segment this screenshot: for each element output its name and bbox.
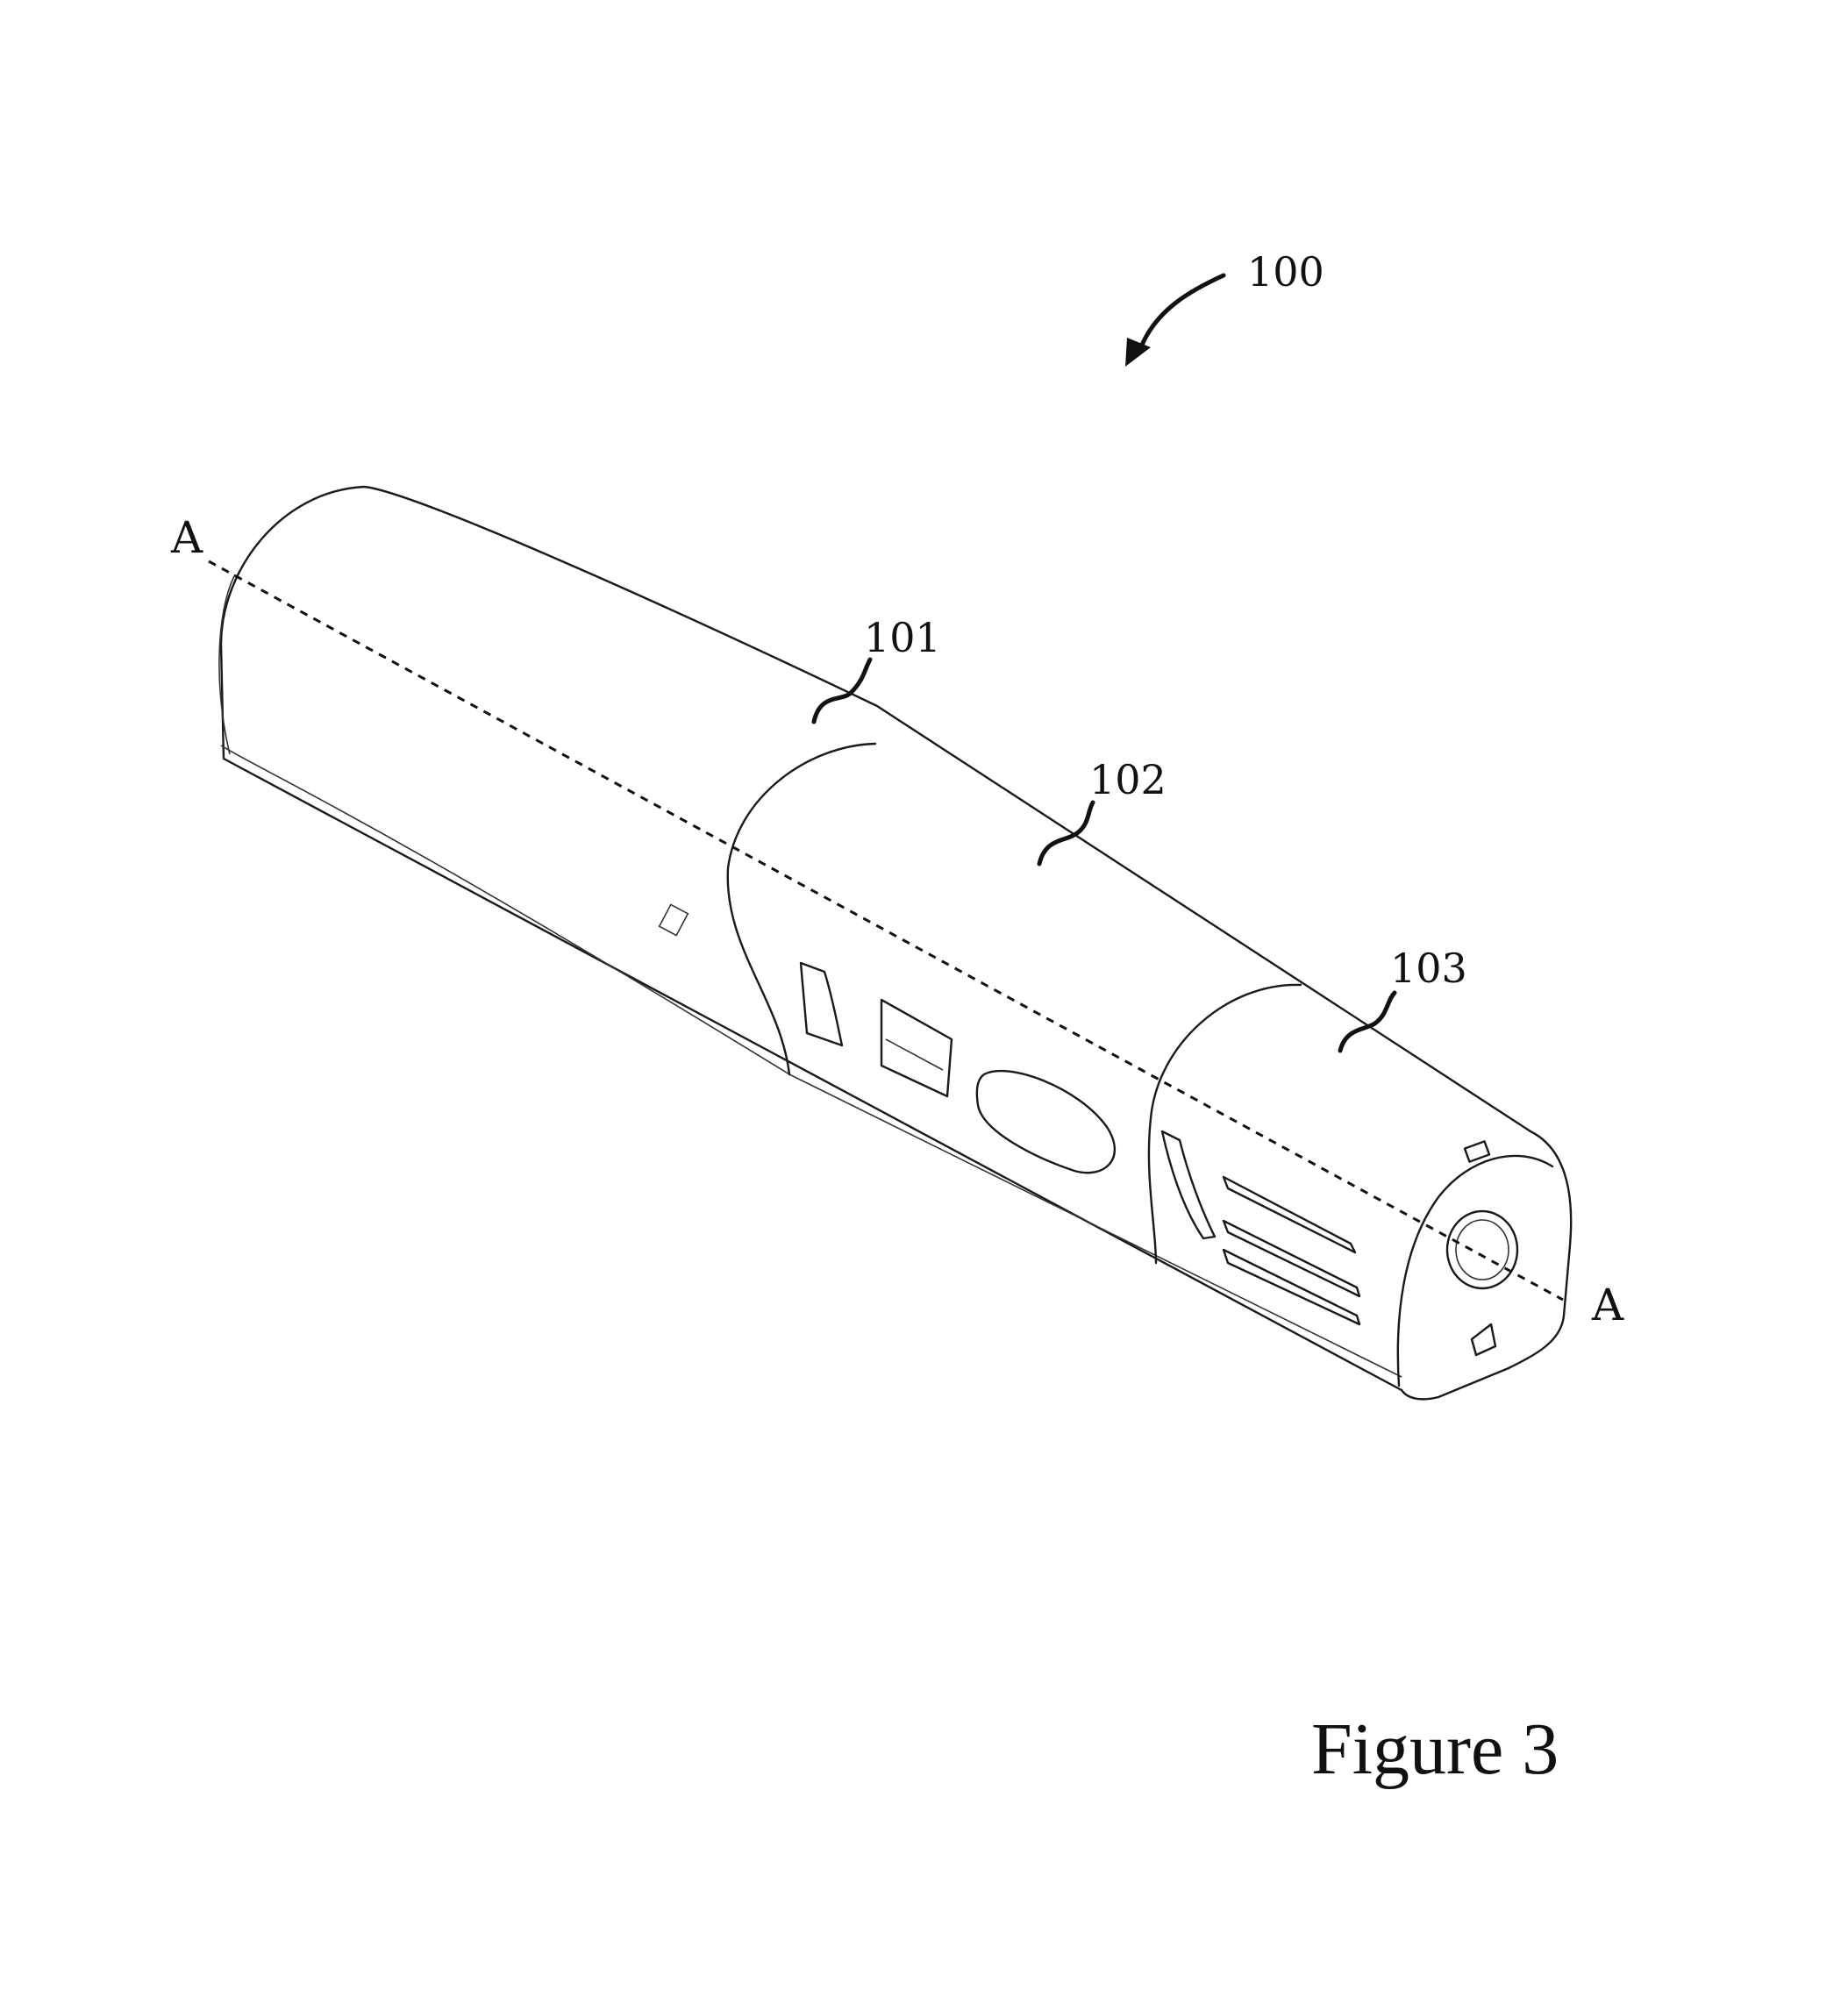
vent-slot-2: [1222, 1219, 1361, 1298]
leader-102: [1037, 800, 1095, 867]
button-recess-2-inner: [885, 1038, 944, 1071]
front-port-inner: [1455, 1219, 1509, 1280]
label-102: 102: [1089, 756, 1167, 803]
axis-line-a: [208, 560, 1564, 1302]
front-tab: [1463, 1140, 1491, 1163]
button-recess-1: [799, 961, 844, 1047]
vent-slot-1: [1222, 1175, 1357, 1254]
axis-label-start: A: [170, 512, 203, 563]
label-103: 103: [1390, 945, 1467, 992]
leader-103: [1338, 990, 1397, 1053]
vent-recess: [1160, 1130, 1217, 1240]
device-number-label: 100: [1247, 248, 1324, 296]
axis-label-end: A: [1591, 1280, 1624, 1330]
oval-window: [975, 1070, 1117, 1174]
reference-101: 101: [811, 614, 941, 724]
device-bottom-edge: [220, 745, 1402, 1378]
front-cap-rim: [1396, 1154, 1554, 1387]
figure-caption: Figure 3: [1311, 1708, 1559, 1790]
vent-slot-3: [1222, 1248, 1361, 1326]
front-port: [1445, 1209, 1519, 1290]
device-arrowhead: [1125, 338, 1151, 367]
seam-102-103: [1147, 983, 1302, 1265]
seam-101-102: [726, 742, 877, 1076]
label-101: 101: [864, 614, 941, 661]
leader-101: [811, 657, 873, 724]
device-body: [218, 485, 1573, 1401]
device-outline: [219, 485, 1573, 1401]
button-recess-2: [880, 998, 953, 1098]
device-reference: 100: [1125, 248, 1324, 367]
end-cap-seam: [218, 574, 236, 755]
reference-103: 103: [1338, 945, 1467, 1053]
reference-102: 102: [1037, 756, 1167, 867]
device-arrow: [1138, 273, 1226, 352]
indicator-window: [658, 903, 689, 937]
front-notch: [1470, 1323, 1497, 1357]
